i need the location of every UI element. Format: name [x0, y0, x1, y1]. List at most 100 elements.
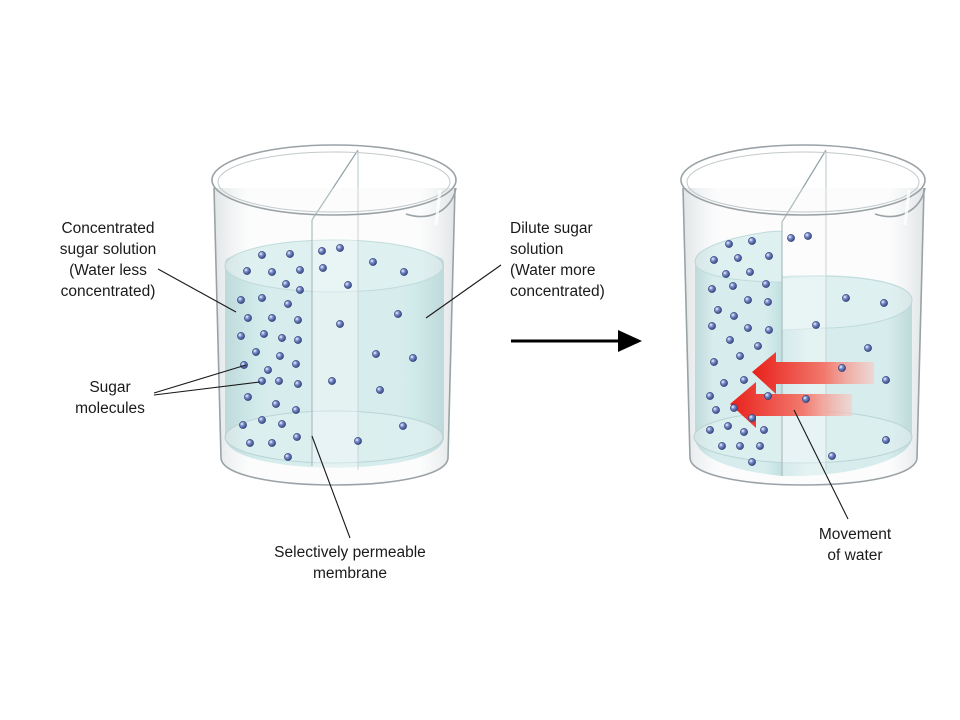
- glass-highlight: [903, 189, 911, 226]
- sugar-molecule: [828, 452, 836, 460]
- sugar-molecule: [237, 332, 245, 340]
- sugar-molecule: [748, 237, 756, 245]
- right-glass-rim: [680, 144, 926, 216]
- label-line: sugar solution: [59, 241, 157, 258]
- sugar-molecule: [284, 300, 292, 308]
- sugar-molecule: [268, 439, 276, 447]
- label-line: Selectively permeable: [274, 544, 426, 561]
- sugar-molecule: [812, 321, 820, 329]
- sugar-molecule: [252, 348, 260, 356]
- sugar-molecule: [838, 364, 846, 372]
- sugar-molecule: [294, 336, 302, 344]
- sugar-molecule: [760, 426, 768, 434]
- sugar-molecule: [372, 350, 380, 358]
- sugar-molecule: [712, 406, 720, 414]
- label-sugar-molecules: Sugar molecules: [60, 377, 160, 419]
- sugar-molecule: [376, 386, 384, 394]
- sugar-molecule: [764, 392, 772, 400]
- sugar-molecule: [740, 376, 748, 384]
- label-movement-of-water: Movement of water: [800, 524, 910, 566]
- sugar-molecule: [275, 377, 283, 385]
- leader-movement: [793, 409, 849, 520]
- sugar-molecule: [272, 400, 280, 408]
- sugar-molecule: [710, 256, 718, 264]
- sugar-molecule: [736, 352, 744, 360]
- sugar-molecule: [714, 306, 722, 314]
- water-arrow-upper: [752, 352, 874, 394]
- right-right-molecules: [787, 232, 890, 460]
- label-line: (Water more: [510, 262, 596, 279]
- label-line: membrane: [312, 565, 388, 582]
- process-arrow: [511, 330, 642, 352]
- label-line: Movement: [818, 526, 892, 543]
- sugar-molecule: [258, 251, 266, 259]
- sugar-molecule: [292, 406, 300, 414]
- sugar-molecule: [292, 360, 300, 368]
- sugar-molecule: [294, 380, 302, 388]
- right-left-molecules: [706, 237, 773, 466]
- sugar-molecule: [239, 421, 247, 429]
- label-dilute-solution: Dilute sugar solution (Water more concen…: [510, 218, 670, 302]
- sugar-molecule: [260, 330, 268, 338]
- sugar-molecule: [264, 366, 272, 374]
- sugar-molecule: [296, 266, 304, 274]
- sugar-molecule: [842, 294, 850, 302]
- sugar-molecule: [744, 324, 752, 332]
- glass-highlight: [434, 189, 442, 226]
- sugar-molecule: [258, 294, 266, 302]
- leader-lines: [153, 264, 849, 539]
- label-line: Concentrated: [61, 220, 155, 237]
- sugar-molecule: [746, 268, 754, 276]
- label-line: solution: [510, 241, 564, 258]
- sugar-molecule: [762, 280, 770, 288]
- right-glass-rim-inner: [686, 151, 920, 213]
- leader-membrane: [311, 435, 351, 539]
- sugar-molecule: [748, 414, 756, 422]
- water-movement-arrows: [730, 352, 874, 428]
- sugar-molecule: [708, 322, 716, 330]
- sugar-molecule: [720, 379, 728, 387]
- sugar-molecule: [804, 232, 812, 240]
- label-line: of water: [827, 547, 883, 564]
- sugar-molecule: [730, 312, 738, 320]
- sugar-molecule: [880, 299, 888, 307]
- leader-sugar-1: [153, 364, 247, 394]
- left-concentrated-molecules: [237, 250, 304, 461]
- sugar-molecule: [748, 458, 756, 466]
- sugar-molecule: [276, 352, 284, 360]
- sugar-molecule: [284, 453, 292, 461]
- sugar-molecule: [802, 395, 810, 403]
- sugar-molecule: [243, 267, 251, 275]
- left-beaker: [211, 144, 457, 495]
- sugar-molecule: [744, 296, 752, 304]
- sugar-molecule: [344, 281, 352, 289]
- sugar-molecule: [278, 334, 286, 342]
- sugar-molecule: [725, 240, 733, 248]
- label-line: (Water less: [69, 262, 147, 279]
- sugar-molecule: [706, 426, 714, 434]
- sugar-molecule: [336, 244, 344, 252]
- leader-sugar-2: [153, 381, 261, 396]
- sugar-molecule: [268, 268, 276, 276]
- left-dilute-molecules: [318, 244, 417, 445]
- sugar-molecule: [294, 316, 302, 324]
- sugar-molecule: [278, 420, 286, 428]
- sugar-molecule: [318, 247, 326, 255]
- sugar-molecule: [724, 422, 732, 430]
- sugar-molecule: [319, 264, 327, 272]
- sugar-molecule: [268, 314, 276, 322]
- sugar-molecule: [765, 326, 773, 334]
- sugar-molecule: [282, 280, 290, 288]
- sugar-molecule: [734, 254, 742, 262]
- sugar-molecule: [722, 270, 730, 278]
- label-concentrated-solution: Concentrated sugar solution (Water less …: [18, 218, 198, 302]
- sugar-molecule: [754, 342, 762, 350]
- sugar-molecule: [764, 298, 772, 306]
- sugar-molecule: [244, 393, 252, 401]
- sugar-molecule: [296, 286, 304, 294]
- sugar-molecule: [882, 436, 890, 444]
- sugar-molecule: [730, 404, 738, 412]
- sugar-molecule: [400, 268, 408, 276]
- sugar-molecule: [718, 442, 726, 450]
